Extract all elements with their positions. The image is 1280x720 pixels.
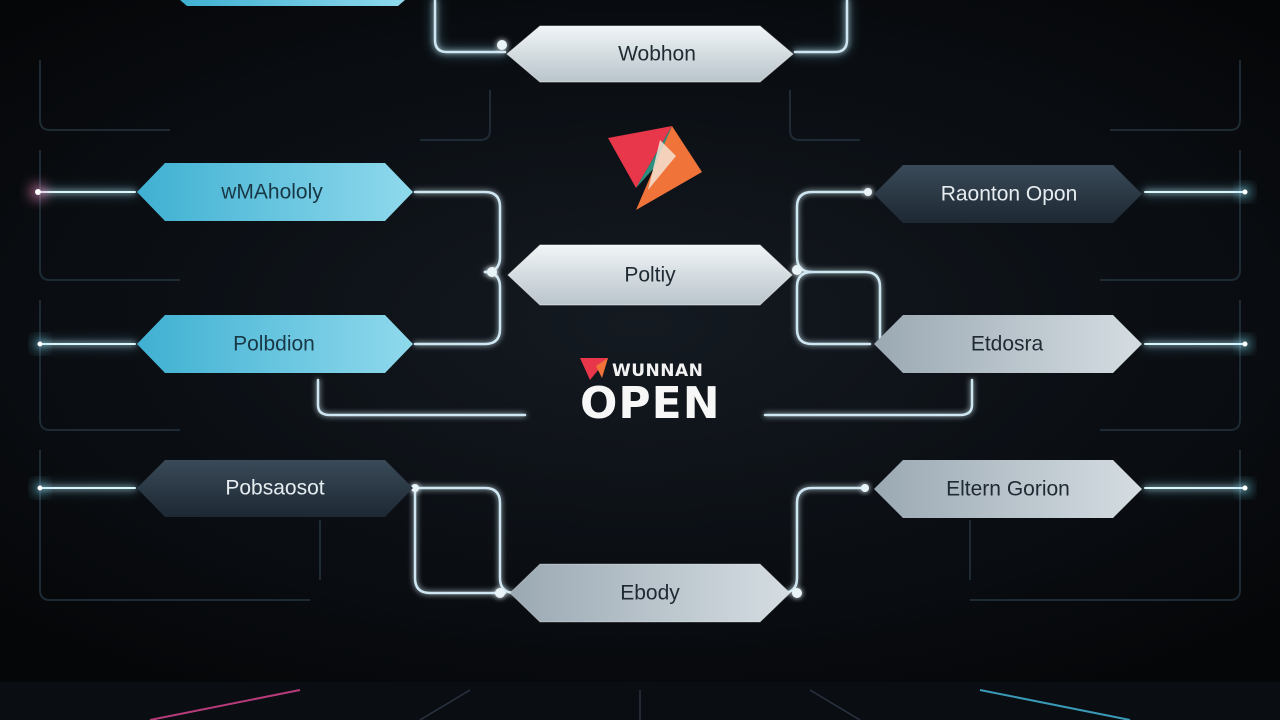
node-center-semi-top[interactable]: Poltiy [507,244,793,306]
node-center-semi-top-label: Poltiy [624,264,676,287]
node-left-r1-b[interactable]: Polbdion [137,315,413,373]
node-right-r1-c-label: Eltern Gorion [946,478,1070,501]
node-right-r1-b[interactable]: Etdosra [874,315,1142,373]
node-left-r1-b-label: Polbdion [233,333,315,356]
brand-logo-mark [608,126,702,210]
center-brand: WUNNAN OPEN [580,358,721,429]
node-left-r1-c[interactable]: Pobsaosot [137,460,413,517]
node-right-r1-c[interactable]: Eltern Gorion [874,460,1142,518]
node-right-r1-b-label: Etdosra [971,333,1044,356]
brand-small-title: WUNNAN [612,361,703,381]
node-right-r1-a-label: Raonton Opon [941,183,1078,206]
brand-big-title: OPEN [580,378,721,429]
top-partial-node [180,0,405,6]
glow-sparks [29,40,1251,598]
node-top-final[interactable]: Wobhon [506,25,794,83]
floor-glow [0,682,1280,720]
node-right-r1-a[interactable]: Raonton Opon [874,165,1142,223]
node-left-r1-a[interactable]: wMAhololy [137,163,413,221]
node-left-r1-c-label: Pobsaosot [225,477,324,500]
node-center-semi-bottom[interactable]: Ebody [509,563,791,623]
background-circuit-lines [39,60,1241,601]
node-top-final-label: Wobhon [618,43,696,66]
node-left-r1-a-label: wMAhololy [220,181,323,204]
node-center-semi-bottom-label: Ebody [620,582,680,605]
